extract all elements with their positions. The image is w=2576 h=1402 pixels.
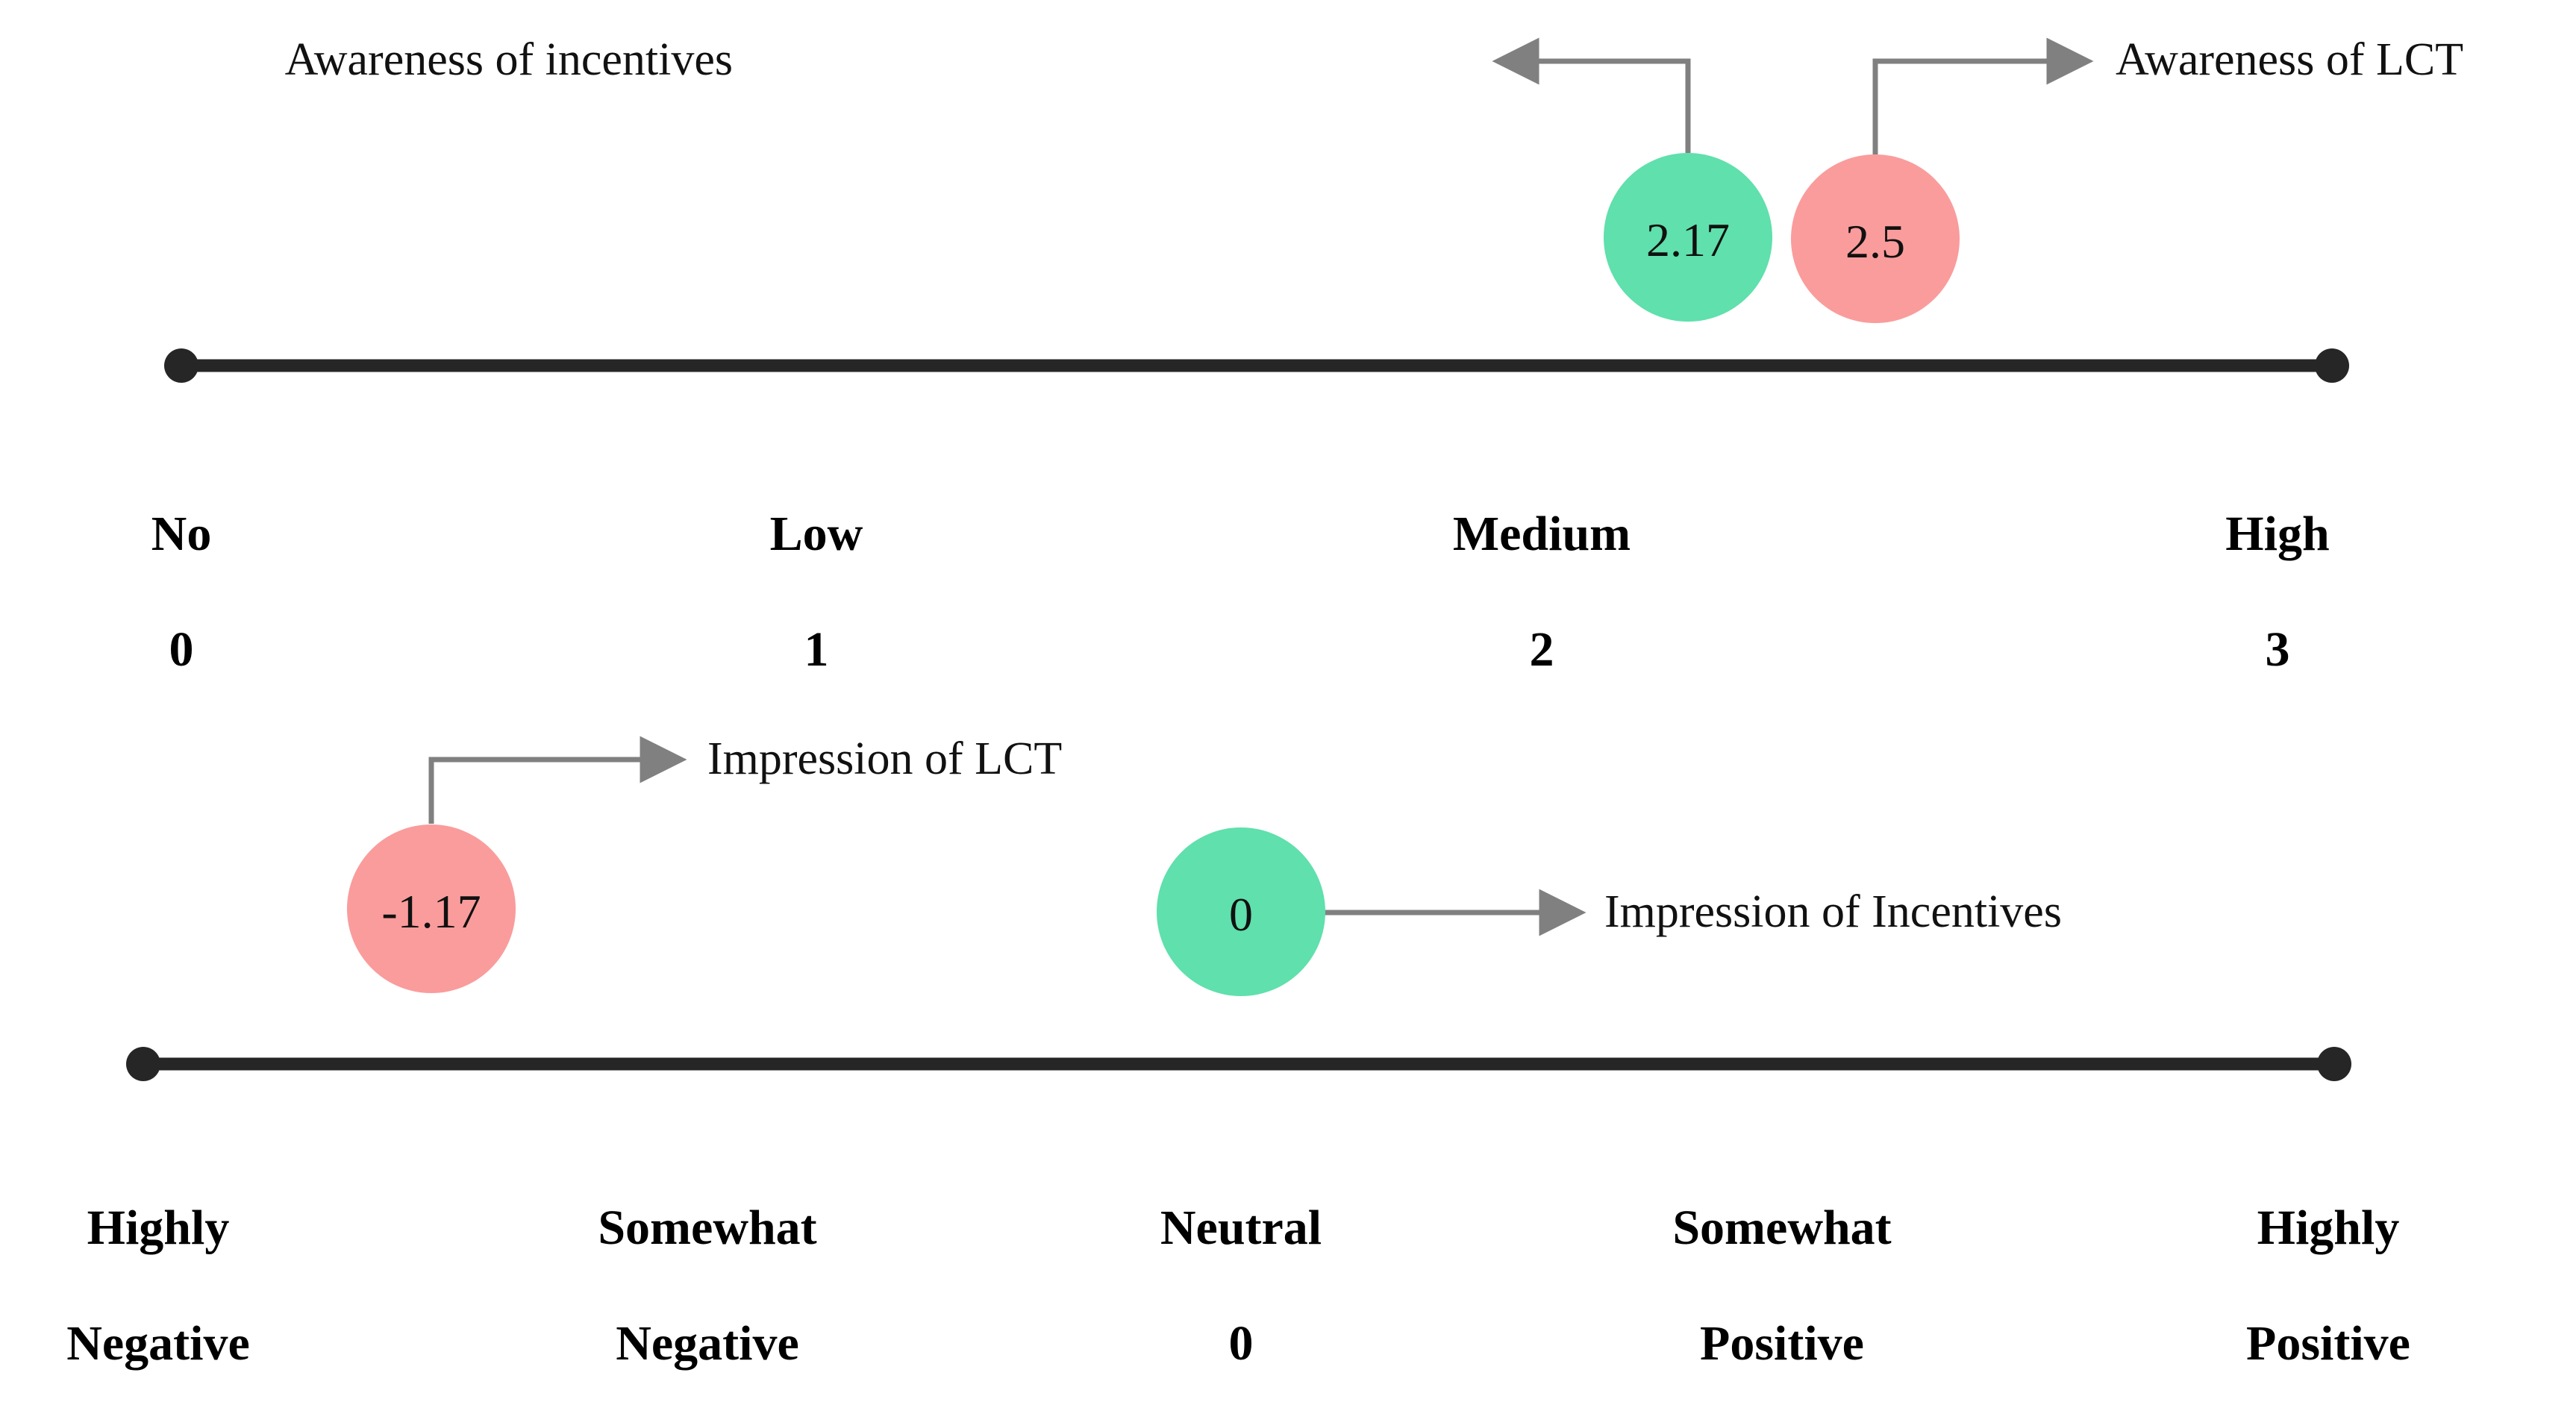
callout-label-awareness-lct: Awareness of LCT: [2116, 34, 2464, 85]
tick-awareness-1-num: 1: [804, 622, 829, 677]
callout-label-impression-lct: Impression of LCT: [707, 733, 1063, 784]
callout-connector-impression-lct: [428, 736, 687, 824]
bubble-value-impression-lct: -1.17: [381, 885, 481, 938]
tick-awareness-0: No 0: [151, 448, 212, 736]
tick-impression-neg1: Somewhat Negative -1: [598, 1142, 816, 1402]
tick-impression-neg1-line1: Somewhat: [598, 1201, 817, 1256]
tick-awareness-2: Medium 2: [1453, 448, 1631, 736]
tick-awareness-2-num: 2: [1529, 622, 1554, 677]
tick-awareness-2-word: Medium: [1452, 507, 1631, 562]
impression-axis-line: [126, 1047, 2351, 1081]
impression-axis-right-endpoint: [2317, 1047, 2351, 1081]
tick-awareness-0-word: No: [151, 507, 212, 562]
tick-impression-0-line1: Neutral: [1160, 1201, 1322, 1256]
tick-impression-0: Neutral 0: [1160, 1142, 1322, 1402]
tick-impression-neg2-line2: Negative: [66, 1315, 250, 1371]
tick-impression-neg2-line1: Highly: [87, 1201, 230, 1256]
callout-label-awareness-incentives: Awareness of incentives: [284, 34, 733, 85]
bubble-value-awareness-incentives: 2.17: [1646, 213, 1730, 266]
tick-awareness-1: Low 1: [770, 448, 863, 736]
tick-impression-pos1-line1: Somewhat: [1672, 1201, 1892, 1256]
tick-impression-neg1-line2: Negative: [616, 1315, 799, 1371]
tick-impression-pos1-line2: Positive: [1700, 1315, 1864, 1371]
awareness-axis-line: [164, 348, 2349, 383]
callout-label-impression-incentives: Impression of Incentives: [1604, 886, 2062, 937]
tick-awareness-3-num: 3: [2265, 622, 2290, 677]
tick-impression-pos2: Highly Positive +2: [2246, 1142, 2410, 1402]
tick-awareness-3-word: High: [2225, 507, 2330, 562]
tick-impression-pos2-line2: Positive: [2246, 1315, 2410, 1371]
tick-impression-neg2: Highly Negative -2: [66, 1142, 250, 1402]
bubble-value-awareness-lct: 2.5: [1845, 215, 1905, 268]
tick-impression-0-num: 0: [1228, 1315, 1254, 1371]
callout-connector-awareness-lct: [1872, 37, 2094, 154]
awareness-axis-left-endpoint: [164, 348, 198, 383]
tick-impression-pos1: Somewhat Positive +1: [1672, 1142, 1891, 1402]
tick-awareness-1-word: Low: [769, 507, 863, 562]
bubble-value-impression-incentives: 0: [1229, 888, 1253, 941]
tick-impression-pos2-line1: Highly: [2257, 1201, 2400, 1256]
callout-connector-awareness-incentives: [1492, 37, 1691, 153]
awareness-axis-right-endpoint: [2315, 348, 2349, 383]
tick-awareness-0-num: 0: [169, 622, 194, 677]
tick-awareness-3: High 3: [2225, 448, 2329, 736]
impression-axis-left-endpoint: [126, 1047, 160, 1081]
